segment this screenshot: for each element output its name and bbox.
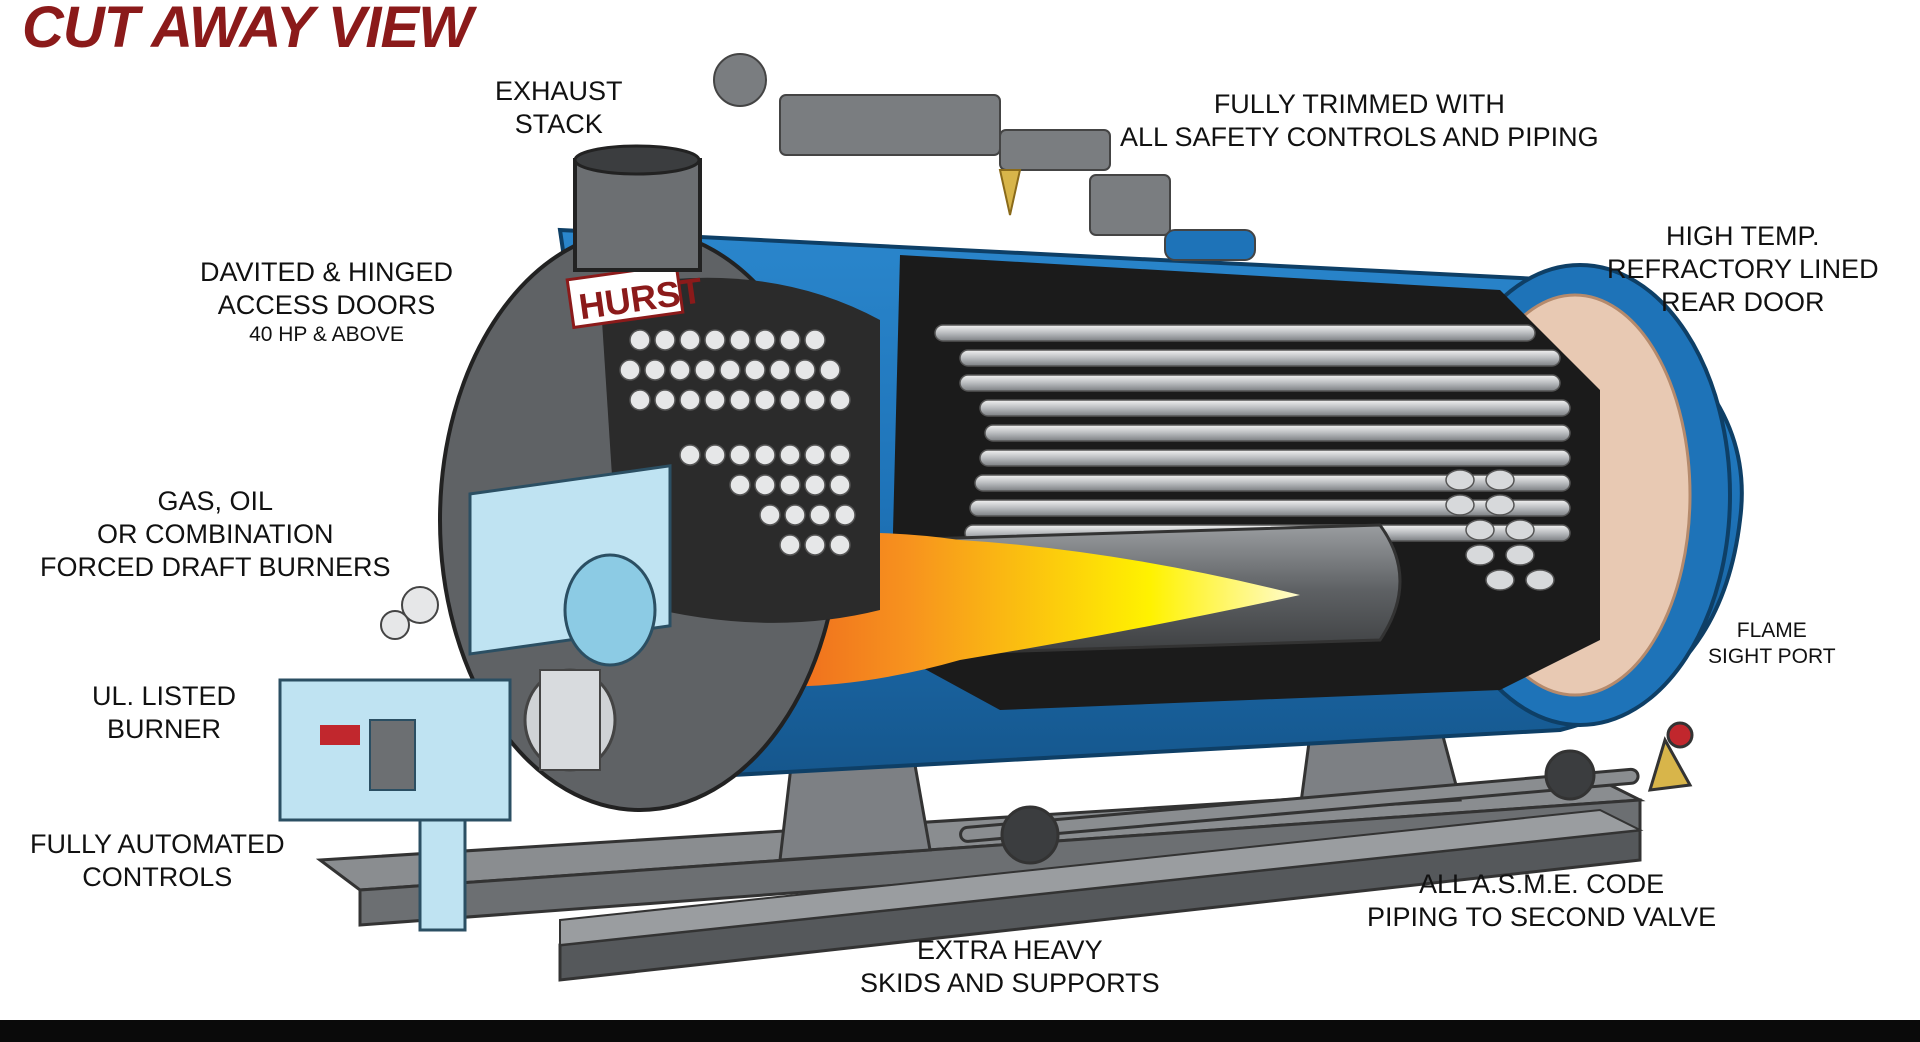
burner-assembly <box>278 464 672 932</box>
asme-piping <box>959 721 1694 865</box>
top-trim-controls <box>713 53 1256 261</box>
exhaust-stack-graphic <box>573 144 702 272</box>
page-title: CUT AWAY VIEW <box>22 0 473 60</box>
bottom-bar <box>0 1020 1920 1042</box>
